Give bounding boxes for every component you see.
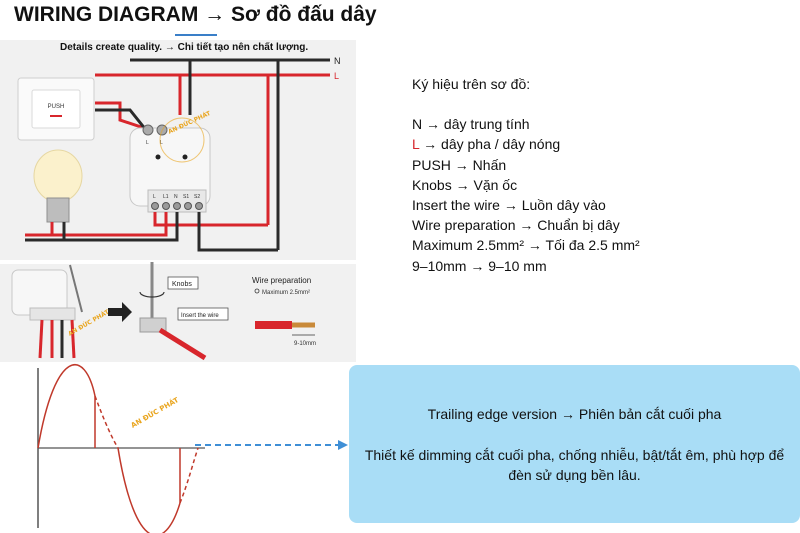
legend-text: → Vặn ốc [455,176,518,193]
wire-prep-length: 9-10mm [294,341,316,347]
legend-key: Wire preparation [412,217,516,234]
trailing-edge-waveform: AN ĐỨC PHÁT [37,364,348,533]
info-title: Trailing edge version → Phiên bản cắt cu… [427,406,722,422]
waveform-dashed-negative [179,447,199,504]
push-switch-label: PUSH [48,104,65,110]
terminal-screw [195,202,203,210]
dimmer-hole [155,154,161,160]
closeup-wire-red [158,327,207,361]
legend-key: L [412,136,420,153]
legend-item: PUSH → Nhấn [412,155,640,175]
terminal-label: S1 [183,194,189,200]
page-title: WIRING DIAGRAM → Sơ đồ đấu dây [14,3,377,26]
legend-text: → dây trung tính [426,116,530,133]
wire-prep-title: Wire preparation [252,276,311,285]
insert-wire-label: Insert the wire [181,313,219,319]
terminal-screw [162,202,170,210]
terminal-wire-black-2 [197,212,278,252]
diagram-subtitle: Details create quality. → Chi tiết tạo n… [60,42,309,53]
legend-heading: Ký hiệu trên sơ đồ: [412,76,531,92]
terminal-label: S2 [194,194,200,200]
terminal-screw [151,202,159,210]
right-arrow-icon [108,302,132,322]
legend-item: Knobs → Vặn ốc [412,175,640,195]
legend-text: → Nhấn [454,156,507,173]
insert-wire-label-box [177,307,229,321]
title-underline [175,34,217,36]
closeup-terminal [139,317,167,333]
legend-item: N → dây trung tính [412,114,640,134]
legend-key: N [412,116,423,133]
terminal-label: L [153,194,156,200]
rotate-arrow-icon [139,291,165,298]
push-switch-indicator [50,115,62,117]
terminal-wire-black [25,212,179,242]
push-switch-button [31,89,81,129]
light-bulb [33,149,83,203]
info-description: Thiết kế dimming cắt cuối pha, chống nhi… [364,447,785,483]
legend-key: Maximum 2.5mm² [412,237,525,254]
waveform-solid-negative [117,447,181,533]
wiring-diagram: N L PUSH L L L L1 N S1 S2 AN ĐỨC PHÁT [0,56,356,361]
terminal-label: N [174,194,178,200]
light-bulb-base [46,197,70,223]
waveform-dashed-positive [94,395,119,449]
legend-key: Insert the wire [412,197,500,214]
live-line-label: L [334,71,339,81]
terminal-screw [184,202,192,210]
legend-key: Knobs [412,176,452,193]
legend-item: 9–10mm → 9–10 mm [412,256,640,276]
dimmer-top-label: L [146,140,149,146]
legend-text: → 9–10 mm [470,257,547,274]
detail-screwdriver [69,264,83,313]
callout-arrow-icon [338,440,348,450]
legend-item: Wire preparation → Chuẩn bị dây [412,215,640,235]
waveform-solid-positive [37,364,96,449]
detail-wire-red [70,319,76,359]
wire-prep-bullet [254,288,260,294]
terminal-wire-red [153,212,268,227]
dimmer-top-label: L [160,140,163,146]
legend-text: → dây pha / dây nóng [423,136,561,153]
terminal-label: L1 [163,194,169,200]
legend-key: PUSH [412,156,451,173]
switch-wire-black [95,108,152,136]
watermark-text: AN ĐỨC PHÁT [129,395,180,430]
terminal-wire-red-2 [25,212,168,237]
legend-item: Maximum 2.5mm² → Tối đa 2.5 mm² [412,235,640,255]
legend-text: → Chuẩn bị dây [519,217,620,234]
info-callout: Trailing edge version → Phiên bản cắt cu… [349,365,800,523]
legend-text: → Luồn dây vào [503,197,606,214]
dimmer-hole [182,154,188,160]
dimmer-top-screw [142,124,154,136]
legend-text: → Tối đa 2.5 mm² [527,237,640,254]
knobs-label-box [167,276,199,290]
legend: Ký hiệu trên sơ đồ: N → dây trung tính L… [412,74,640,276]
wire-prep-max: Maximum 2.5mm² [262,290,310,296]
neutral-line-label: N [334,56,341,66]
legend-item: L → dây pha / dây nóng [412,134,640,154]
legend-key: 9–10mm [412,257,467,274]
knobs-label: Knobs [172,281,192,288]
detail-wire-red [38,319,44,359]
detail-terminal-block [29,307,76,321]
legend-item: Insert the wire → Luồn dây vào [412,195,640,215]
terminal-screw [173,202,181,210]
